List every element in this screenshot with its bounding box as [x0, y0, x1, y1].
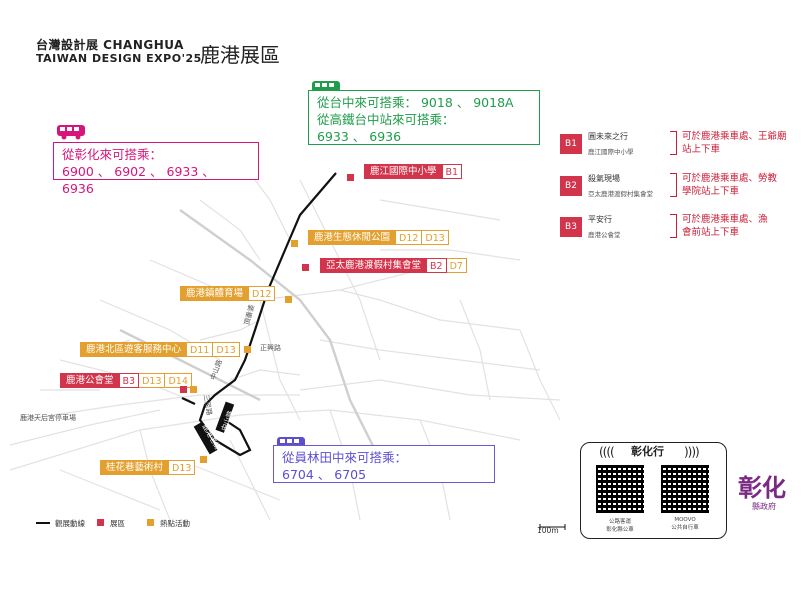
expo-subtitle: TAIWAN DESIGN EXPO'25: [36, 52, 202, 65]
venue-label[interactable]: 鹿江國際中小學 B1: [364, 164, 463, 179]
qr-caption: 公路客運 彰化縣公車: [606, 519, 634, 533]
zone-title: 鹿港展區: [200, 43, 280, 67]
brace-divider: [670, 131, 677, 155]
event-marker: [190, 386, 197, 393]
route-taichung-line2: 從高鐵台中站來可搭乘：: [317, 112, 455, 127]
venue-label[interactable]: 鹿港北區遊客服務中心 D11 D13: [80, 342, 240, 357]
venue-label[interactable]: 鹿港鎮體育場 D12: [180, 286, 276, 301]
stop-note: 可於鹿港乘車處、勞教學院站上下車: [682, 173, 778, 197]
venue-label[interactable]: 鹿港公會堂 B3 D13 D14: [60, 373, 192, 388]
qr-caption: MOOVO 公共自行車: [671, 517, 699, 531]
exhibit-marker: [180, 386, 187, 393]
street-label: 鹿港天后宮停車場: [20, 414, 76, 422]
event-marker: [285, 296, 292, 303]
stop-subtitle: 鹿港公會堂: [588, 231, 621, 239]
stop-title: 殺氣現場: [588, 174, 620, 183]
stop-note: 可於鹿港乘車處、王爺廟站上下車: [682, 131, 787, 155]
legend-route-swatch: [36, 522, 50, 524]
brace-divider: [670, 173, 677, 197]
route-changhua-line2: 6900 、 6902 、 6933 、 6936: [62, 164, 215, 196]
venue-label[interactable]: 亞太鹿港渡假村集會堂 B2 D7: [320, 258, 467, 273]
exhibit-marker: [302, 264, 309, 271]
qr-card-title: 彰化行: [631, 445, 664, 458]
stop-note: 可於鹿港乘車處、漁會前站上下車: [682, 214, 768, 238]
legend-route-label: 觀展動線: [55, 519, 85, 528]
stop-code: B2: [560, 176, 582, 196]
route-line: [198, 172, 337, 457]
route-yuanlin-line2: 6704 、 6705: [282, 467, 367, 482]
route-box-taichung: 從台中來可搭乘： 9018 、 9018A 從高鐵台中站來可搭乘： 6933 、…: [308, 90, 540, 145]
legend-exhibit-swatch: [97, 519, 104, 526]
qr-code[interactable]: [661, 465, 709, 513]
legend-event-label: 熱點活動: [160, 519, 190, 528]
legend-exhibit-label: 展區: [110, 519, 125, 528]
event-marker: [291, 240, 298, 247]
route-changhua-line1: 從彰化來可搭乘：: [62, 147, 163, 162]
scale-label: 100m: [537, 526, 559, 535]
brace-divider: [670, 214, 677, 238]
county-seal-subtext: 縣政府: [752, 502, 776, 511]
wave-icon: )))): [684, 445, 700, 459]
stop-code: B3: [560, 217, 582, 237]
qr-code[interactable]: [596, 465, 644, 513]
event-marker: [244, 346, 251, 353]
street-label: 正興路: [260, 344, 281, 352]
bus-icon-changhua: [57, 125, 85, 140]
stop-title: 圓未來之行: [588, 132, 628, 141]
stop-title: 平安行: [588, 215, 612, 224]
event-marker: [200, 456, 207, 463]
stop-subtitle: 亞太鹿港渡假村集會堂: [588, 190, 653, 198]
route-taichung-line1: 從台中來可搭乘： 9018 、 9018A: [317, 95, 514, 110]
route-box-yuanlin: 從員林田中來可搭乘： 6704 、 6705: [273, 445, 495, 483]
stop-subtitle: 鹿江國際中小學: [588, 148, 634, 156]
exhibit-marker: [347, 174, 354, 181]
route-box-changhua: 從彰化來可搭乘： 6900 、 6902 、 6933 、 6936: [53, 142, 259, 196]
county-seal-text: 彰化: [738, 473, 786, 502]
legend-event-swatch: [147, 519, 154, 526]
route-yuanlin-line1: 從員林田中來可搭乘：: [282, 450, 408, 465]
route-taichung-line3: 6933 、 6936: [317, 129, 402, 144]
venue-label[interactable]: 鹿港生態休閒公園 D12 D13: [308, 230, 449, 245]
wave-icon: ((((: [599, 445, 615, 459]
qr-card: (((( )))) 彰化行 公路客運 彰化縣公車 MOOVO 公共自行車: [580, 442, 727, 539]
venue-label[interactable]: 桂花巷藝術村 D13: [100, 460, 196, 475]
expo-title: 台灣設計展 CHANGHUA: [36, 38, 184, 52]
stop-code: B1: [560, 134, 582, 154]
